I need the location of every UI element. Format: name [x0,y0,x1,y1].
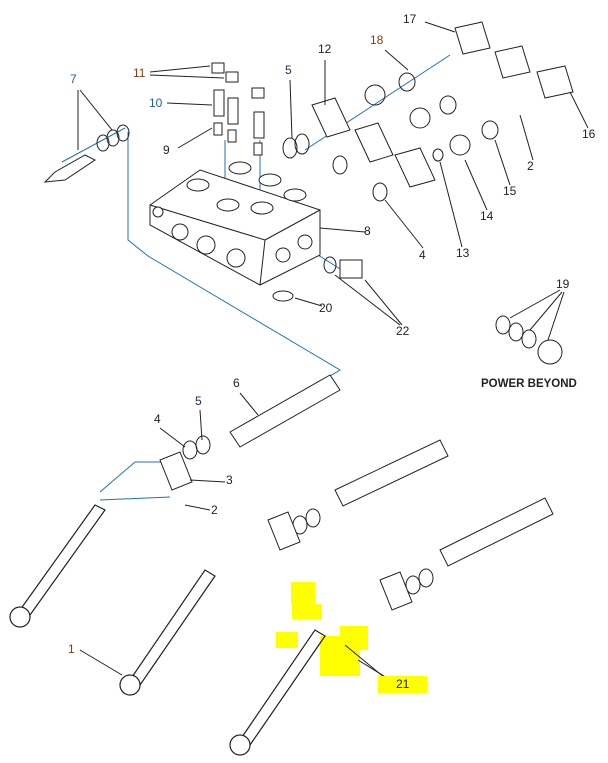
springs-rings [272,72,499,302]
callout-3: 3 [226,473,233,487]
callout-4-bottom: 4 [154,412,161,426]
callout-6: 6 [233,376,240,390]
power-beyond-label: POWER BEYOND [481,378,577,390]
callout-15: 15 [503,184,517,198]
callout-16: 16 [582,127,596,141]
callout-4-top: 4 [419,248,426,262]
callout-leaders [77,21,589,679]
part-21-highlights [276,582,368,676]
callout-22: 22 [396,324,410,338]
callout-2-top: 2 [527,159,534,173]
callout-1: 1 [68,642,75,656]
callout-19: 19 [556,277,570,291]
callout-18: 18 [370,33,384,47]
spools [229,374,554,567]
callout-17: 17 [403,12,417,26]
relief-valve-7 [43,124,130,183]
callout-10: 10 [149,96,163,110]
callout-5-top: 5 [285,63,292,77]
callout-7: 7 [70,72,77,86]
valve-body [149,161,321,286]
handles [9,504,326,756]
callout-13: 13 [456,246,470,260]
callout-5-bottom: 5 [195,394,202,408]
power-beyond-fitting [495,315,563,365]
callout-21-highlight [378,676,427,693]
callout-21: 21 [396,677,410,691]
callout-12: 12 [318,42,332,56]
o-ring-5 [282,137,298,159]
spool-rings [182,435,434,595]
callout-2-bottom: 2 [211,503,218,517]
callout-9: 9 [163,143,170,157]
end-caps [311,21,574,188]
plugs-springs [211,62,265,156]
callout-8: 8 [364,224,371,238]
plates [159,451,413,611]
callout-20: 20 [319,301,333,315]
callout-14: 14 [480,209,494,223]
callout-11: 11 [133,66,146,80]
